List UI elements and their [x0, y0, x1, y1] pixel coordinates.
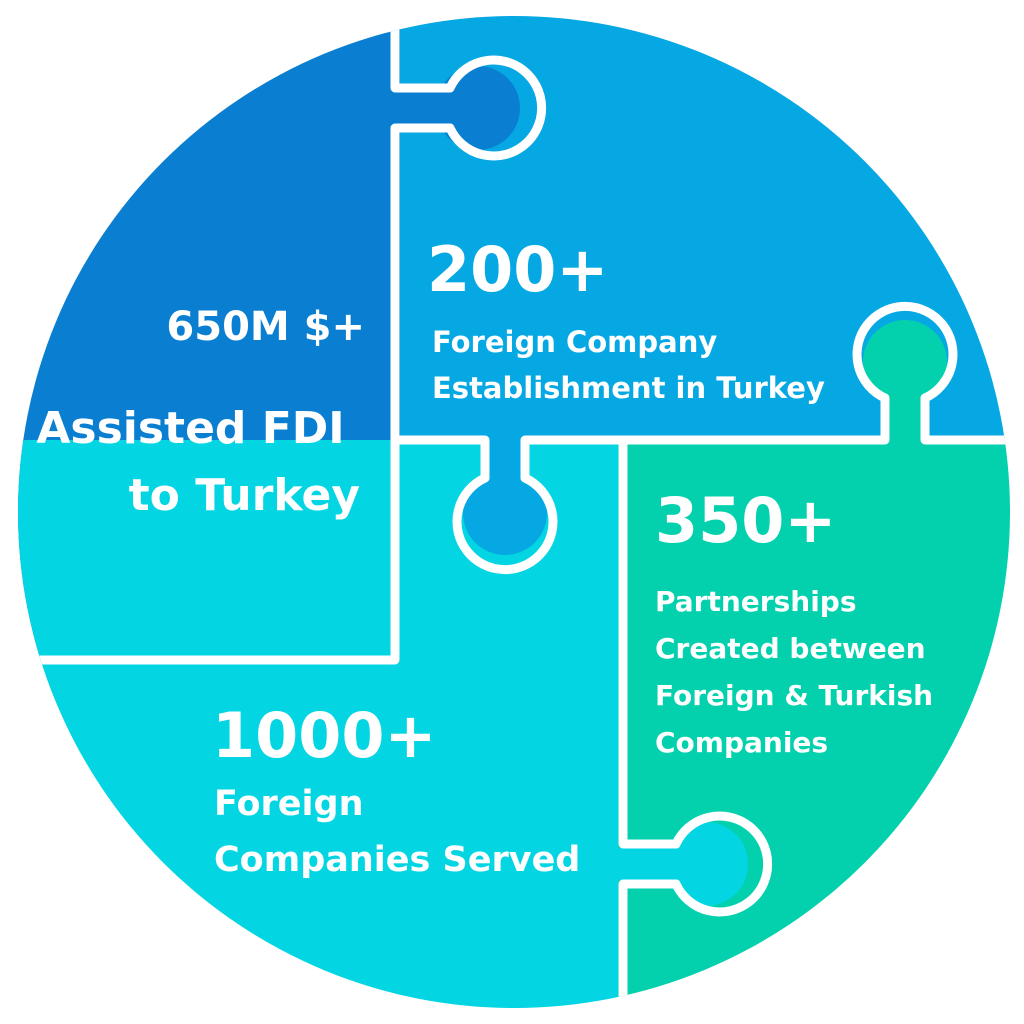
stat-companies-label: Foreign Companies Served [214, 784, 580, 880]
knob-establishment-neck [489, 430, 521, 515]
knob-partnerships-neck [889, 360, 921, 450]
stat-fdi-label: Assisted FDI to Turkey [36, 403, 360, 521]
knob-companies-neck [608, 848, 708, 880]
stat-fdi-label-line: Assisted FDI [36, 403, 344, 454]
stat-fdi: 650M $+ Assisted FDI to Turkey [36, 304, 365, 521]
stat-partnerships-label-line: Foreign & Turkish [655, 679, 933, 712]
stat-fdi-number: 650M $+ [166, 304, 365, 350]
stat-companies-label-line: Foreign [214, 784, 364, 824]
stat-establishment-label-line: Foreign Company [432, 325, 717, 359]
stat-companies: 1000+ Foreign Companies Served [212, 699, 580, 880]
stat-establishment-number: 200+ [427, 233, 608, 306]
stat-partnerships-label-line: Created between [655, 632, 926, 665]
stat-establishment-label-line: Establishment in Turkey [432, 371, 825, 405]
knob-fdi-neck [390, 92, 480, 124]
stat-partnerships-label-line: Partnerships [655, 585, 857, 618]
stat-companies-number: 1000+ [212, 699, 437, 772]
stat-establishment-label: Foreign Company Establishment in Turkey [432, 325, 825, 405]
stat-partnerships-label: Partnerships Created between Foreign & T… [655, 585, 943, 759]
stat-establishment: 200+ Foreign Company Establishment in Tu… [427, 233, 825, 405]
stat-companies-label-line: Companies Served [214, 840, 580, 880]
stat-fdi-label-line: to Turkey [129, 470, 360, 521]
stat-partnerships-label-line: Companies [655, 726, 828, 759]
stat-partnerships: 350+ Partnerships Created between Foreig… [655, 484, 943, 759]
stat-partnerships-number: 350+ [655, 484, 836, 557]
